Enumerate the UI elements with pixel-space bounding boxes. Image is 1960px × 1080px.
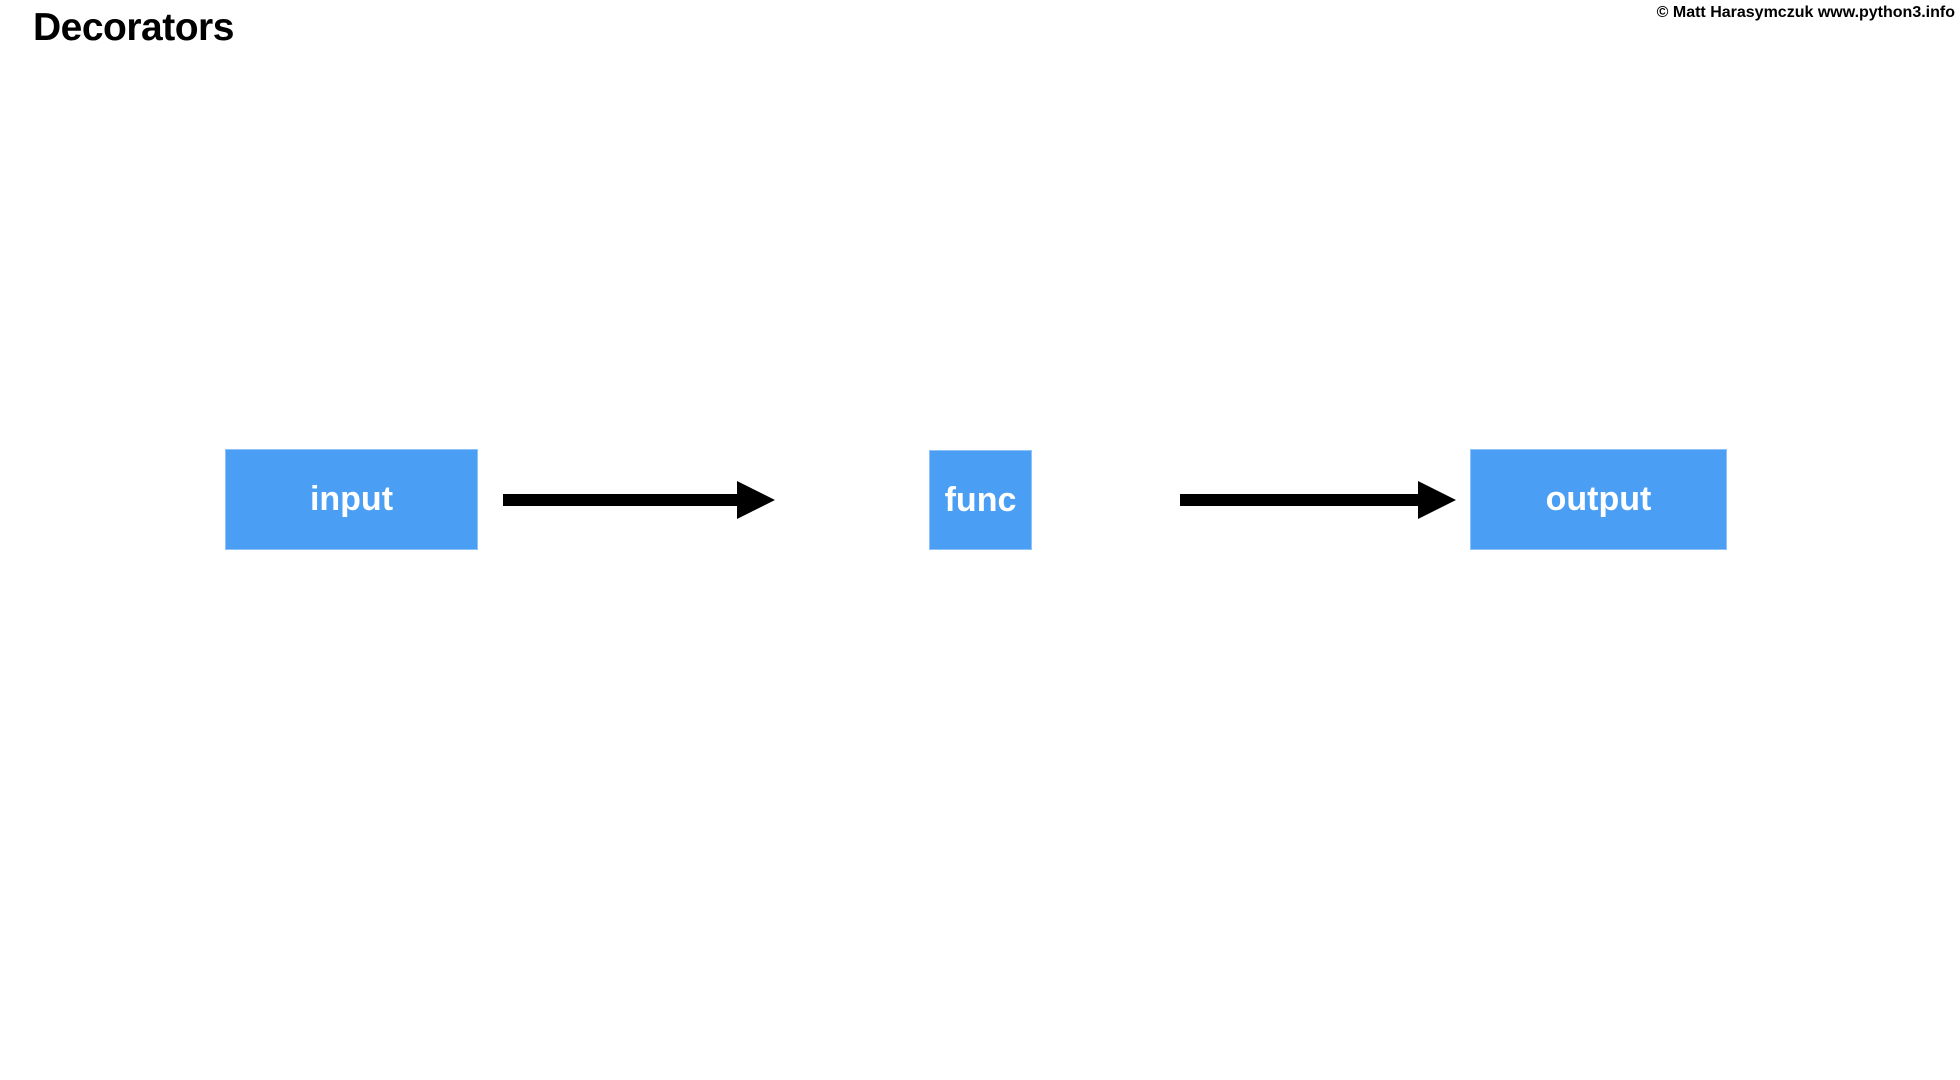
arrow-func-to-output <box>1180 481 1456 519</box>
arrow-head-icon <box>737 481 775 519</box>
node-input-label: input <box>309 480 394 518</box>
arrow-head-icon <box>1418 481 1456 519</box>
copyright-text: © Matt Harasymczuk www.python3.info <box>1656 4 1955 21</box>
node-output-label: output <box>1545 480 1652 518</box>
arrow-shaft <box>503 494 739 506</box>
node-func: func <box>929 450 1032 550</box>
node-output: output <box>1470 449 1727 550</box>
node-func-label: func <box>944 480 1017 519</box>
arrow-shaft <box>1180 494 1420 506</box>
arrow-input-to-func <box>503 481 775 519</box>
page-title: Decorators <box>33 6 234 49</box>
node-input: input <box>225 449 478 550</box>
